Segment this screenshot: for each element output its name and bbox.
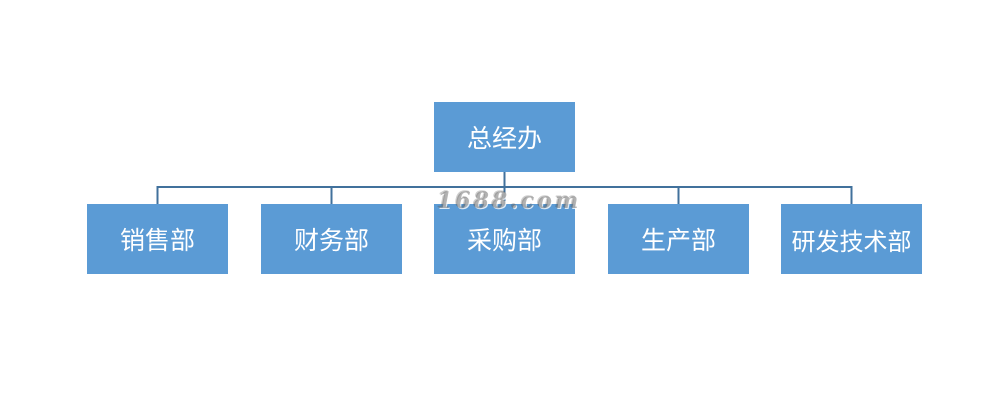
node-label: 总经办 (466, 124, 542, 153)
node-purchasing-dept: 采购部 (434, 204, 575, 274)
watermark: 1688.com (437, 188, 582, 214)
node-label: 研发技术部 (791, 227, 912, 256)
node-sales-dept: 销售部 (87, 204, 228, 274)
node-label: 采购部 (466, 226, 542, 255)
node-general-office: 总经办 (434, 102, 575, 172)
node-rnd-tech-dept: 研发技术部 (781, 204, 922, 274)
node-label: 财务部 (293, 226, 369, 255)
node-label: 生产部 (640, 226, 716, 255)
node-finance-dept: 财务部 (261, 204, 402, 274)
node-label: 销售部 (119, 226, 195, 255)
node-production-dept: 生产部 (608, 204, 749, 274)
